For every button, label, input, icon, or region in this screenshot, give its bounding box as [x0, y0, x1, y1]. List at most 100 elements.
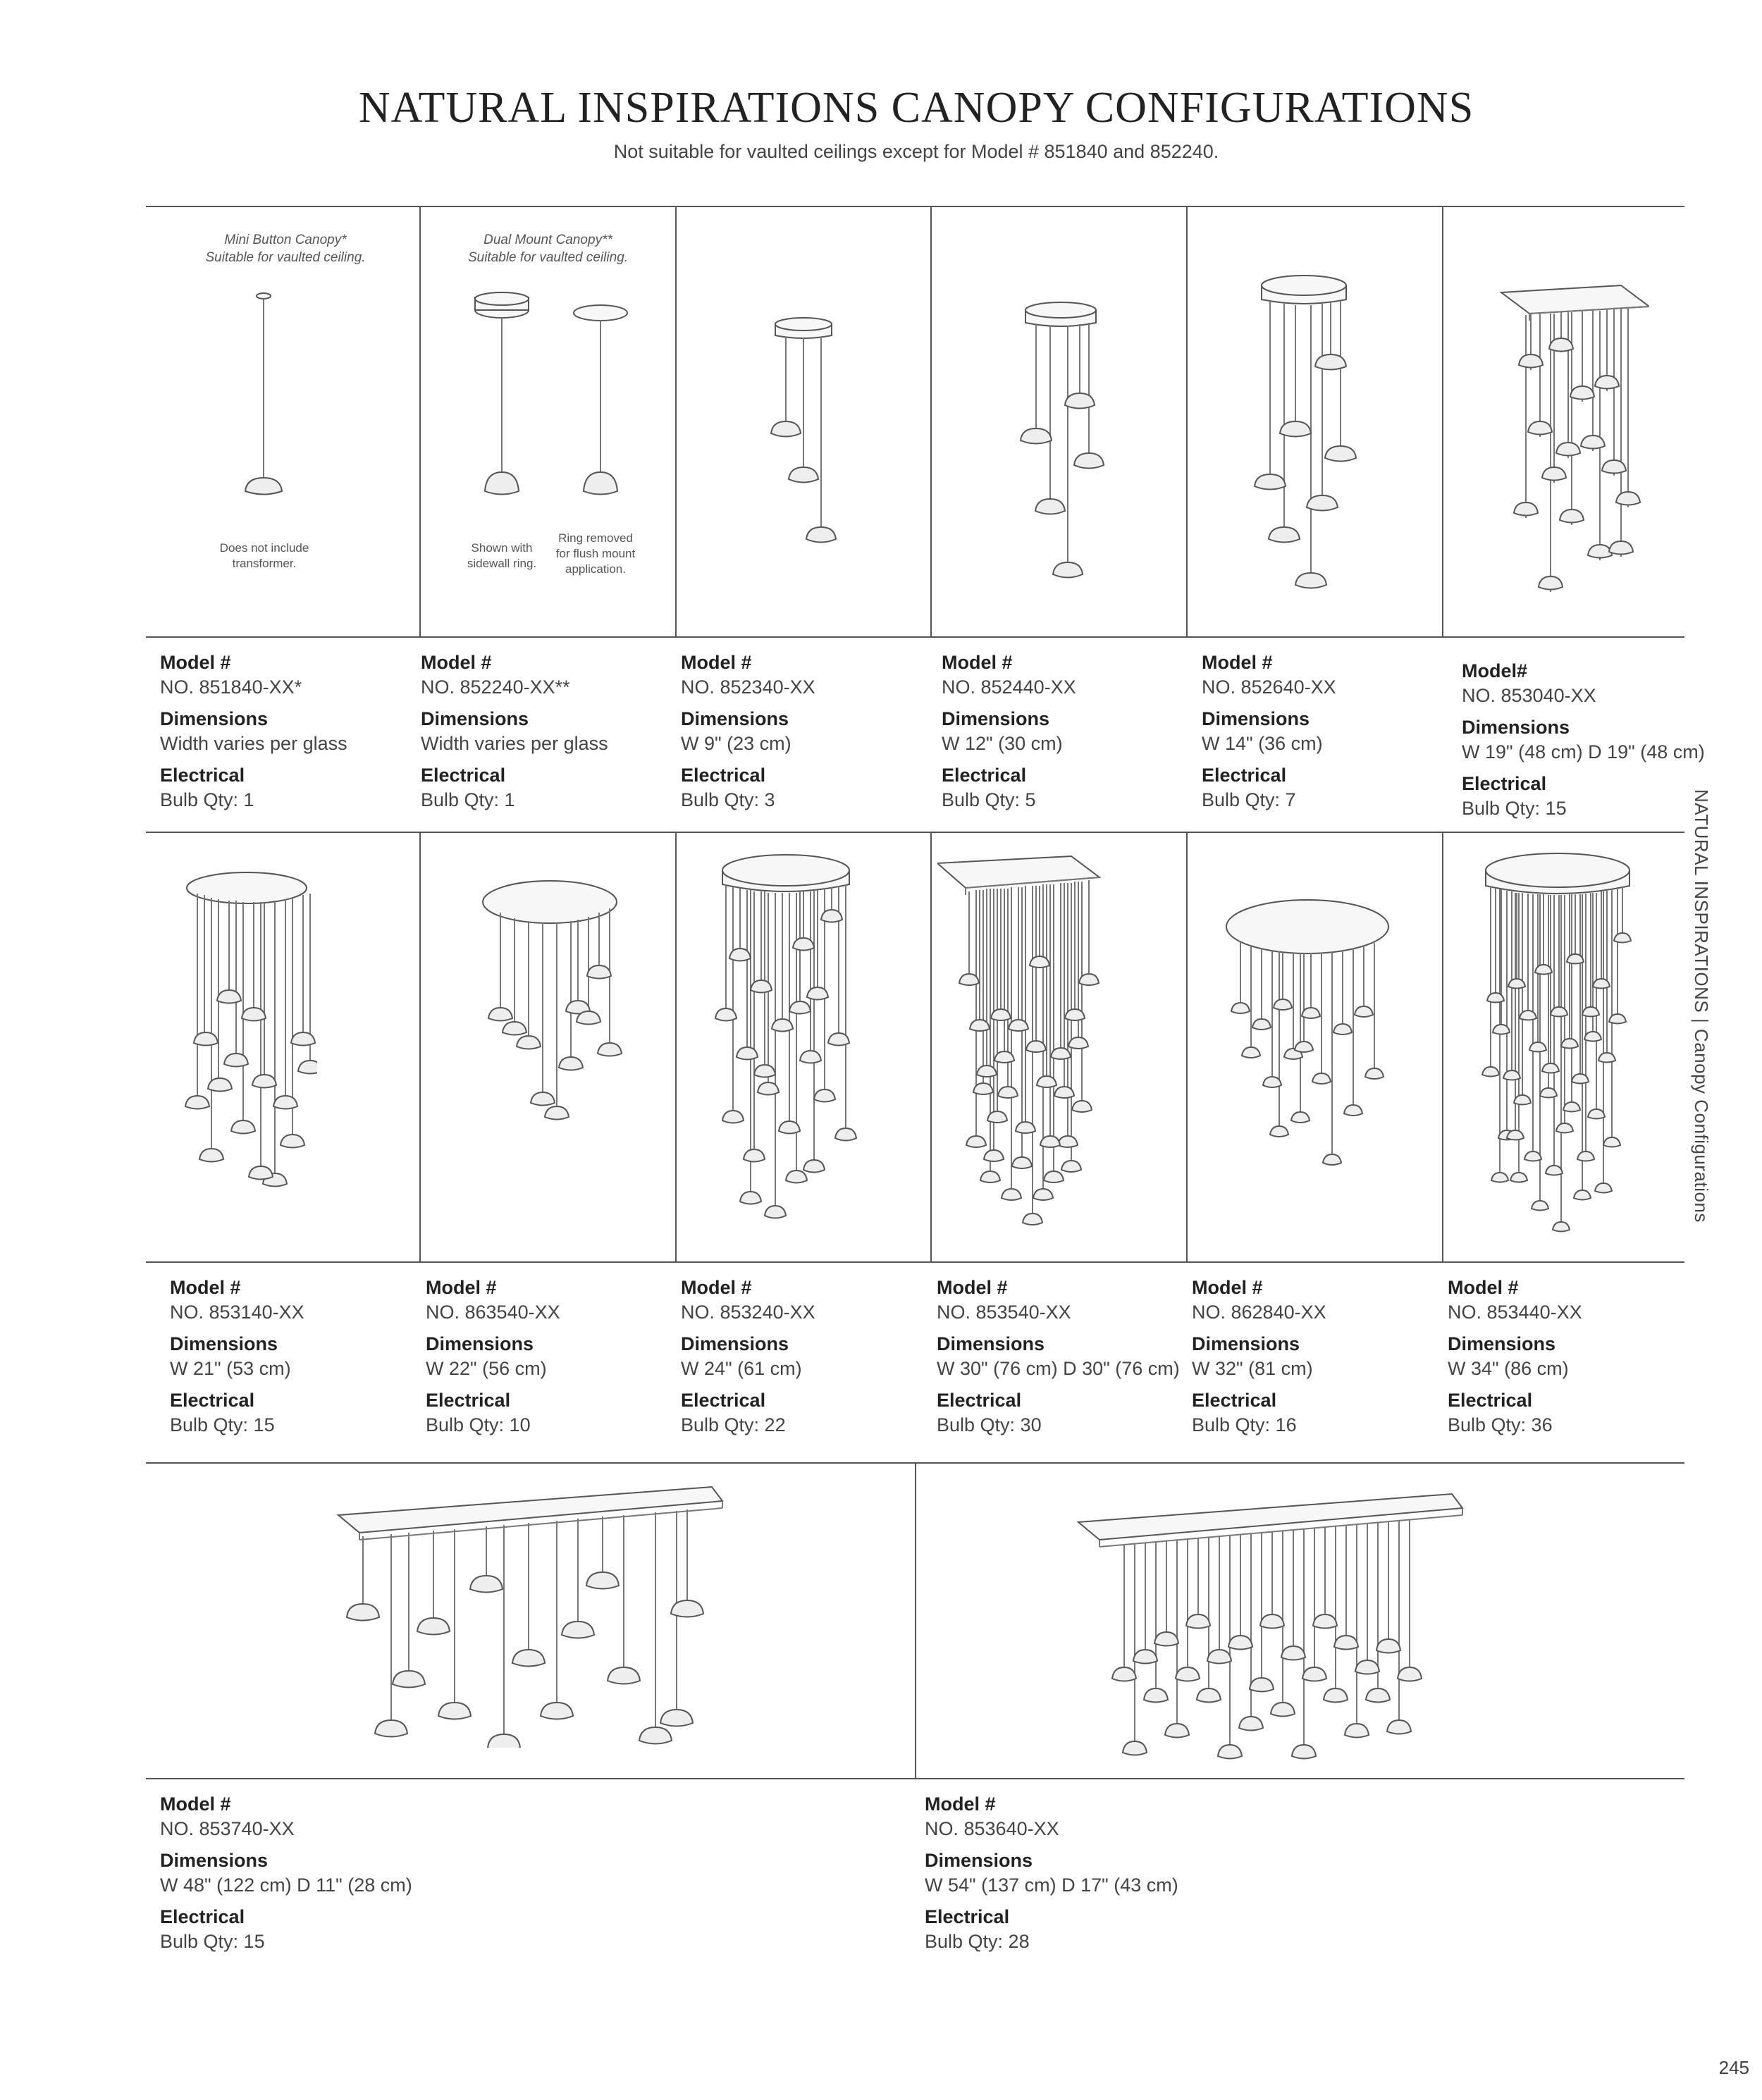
- electrical-label: Electrical: [426, 1390, 511, 1411]
- drawing-852240: [474, 292, 628, 495]
- electrical-value: Bulb Qty: 15: [1462, 798, 1567, 819]
- electrical-label: Electrical: [1448, 1390, 1533, 1411]
- dimensions-label: Dimensions: [681, 1333, 789, 1354]
- electrical-value: Bulb Qty: 16: [1192, 1414, 1297, 1435]
- divider: [146, 1778, 1684, 1779]
- divider: [1186, 206, 1188, 636]
- electrical-label: Electrical: [1192, 1390, 1277, 1411]
- drawing-853740: [336, 1486, 724, 1748]
- divider: [146, 1261, 1684, 1263]
- dimensions-label: Dimensions: [1192, 1333, 1300, 1354]
- mini-button-canopy-note: Mini Button Canopy*Suitable for vaulted …: [205, 233, 366, 265]
- model-label: Model #: [421, 652, 492, 673]
- dimensions-value: Width varies per glass: [421, 733, 608, 754]
- electrical-value: Bulb Qty: 15: [170, 1414, 275, 1435]
- electrical-label: Electrical: [1462, 773, 1547, 794]
- drawing-853140: [184, 872, 317, 1187]
- divider: [930, 206, 932, 636]
- electrical-value: Bulb Qty: 1: [421, 789, 515, 810]
- electrical-value: Bulb Qty: 22: [681, 1414, 786, 1435]
- divider: [419, 832, 421, 1261]
- electrical-value: Bulb Qty: 30: [937, 1414, 1042, 1435]
- divider: [675, 832, 677, 1261]
- dimensions-label: Dimensions: [160, 1850, 269, 1871]
- divider: [146, 832, 1684, 833]
- model-number: NO. 853640-XX: [925, 1818, 1059, 1839]
- dimensions-label: Dimensions: [942, 708, 1050, 729]
- dimensions-value: W 32" (81 cm): [1192, 1358, 1313, 1379]
- dimensions-value: W 12" (30 cm): [942, 733, 1063, 754]
- electrical-label: Electrical: [937, 1390, 1022, 1411]
- divider: [419, 206, 421, 636]
- drawing-853440: [1481, 853, 1632, 1233]
- model-label: Model #: [942, 652, 1013, 673]
- page-title: NATURAL INSPIRATIONS CANOPY CONFIGURATIO…: [358, 84, 1474, 132]
- drawing-853040: [1499, 284, 1649, 592]
- electrical-label: Electrical: [160, 765, 245, 786]
- model-label: Model#: [1462, 660, 1528, 681]
- dimensions-label: Dimensions: [937, 1333, 1045, 1354]
- drawing-852440: [1019, 302, 1105, 579]
- divider: [1186, 832, 1188, 1261]
- drawing-853640: [1076, 1493, 1464, 1760]
- divider: [1442, 206, 1443, 636]
- page-subtitle: Not suitable for vaulted ceilings except…: [613, 141, 1219, 162]
- drawing-863540: [482, 880, 623, 1120]
- dimensions-value: W 22" (56 cm): [426, 1358, 547, 1379]
- electrical-label: Electrical: [160, 1906, 245, 1927]
- model-number: NO. 853540-XX: [937, 1302, 1071, 1323]
- dimensions-value: W 48" (122 cm) D 11" (28 cm): [160, 1874, 412, 1896]
- dimensions-value: W 24" (61 cm): [681, 1358, 802, 1379]
- model-number: NO. 853140-XX: [170, 1302, 304, 1323]
- drawing-853540: [937, 855, 1102, 1225]
- dimensions-value: Width varies per glass: [160, 733, 347, 754]
- spec-card: Model # NO. 862840-XX Dimensions W 32" (81…: [1192, 1276, 1326, 1445]
- drawing-862840: [1226, 899, 1389, 1166]
- drawing-851840: [244, 292, 283, 495]
- dimensions-label: Dimensions: [681, 708, 789, 729]
- dimensions-label: Dimensions: [421, 708, 529, 729]
- model-number: NO. 853240-XX: [681, 1302, 815, 1323]
- spec-card: Model # NO. 853240-XX Dimensions W 24" (61…: [681, 1276, 815, 1445]
- dimensions-label: Dimensions: [426, 1333, 534, 1354]
- divider: [675, 206, 677, 636]
- dimensions-value: W 19" (48 cm) D 19" (48 cm): [1462, 741, 1705, 762]
- dimensions-label: Dimensions: [1202, 708, 1310, 729]
- electrical-label: Electrical: [1202, 765, 1287, 786]
- divider: [146, 206, 1684, 207]
- model-label: Model #: [681, 1277, 752, 1298]
- divider: [930, 832, 932, 1261]
- model-label: Model #: [426, 1277, 497, 1298]
- model-label: Model #: [160, 1793, 231, 1815]
- electrical-label: Electrical: [942, 765, 1027, 786]
- electrical-value: Bulb Qty: 36: [1448, 1414, 1553, 1435]
- model-number: NO. 853040-XX: [1462, 685, 1596, 706]
- model-number: NO. 862840-XX: [1192, 1302, 1326, 1323]
- electrical-value: Bulb Qty: 1: [160, 789, 254, 810]
- electrical-value: Bulb Qty: 28: [925, 1931, 1030, 1952]
- divider: [915, 1462, 916, 1778]
- model-number: NO. 851840-XX*: [160, 677, 302, 698]
- divider: [1442, 832, 1443, 1261]
- model-label: Model #: [925, 1793, 996, 1815]
- dimensions-value: W 34" (86 cm): [1448, 1358, 1569, 1379]
- model-label: Model #: [681, 652, 752, 673]
- model-label: Model #: [1192, 1277, 1263, 1298]
- drawing-852640: [1253, 275, 1357, 589]
- electrical-value: Bulb Qty: 5: [942, 789, 1036, 810]
- dimensions-value: W 9" (23 cm): [681, 733, 791, 754]
- dimensions-label: Dimensions: [170, 1333, 278, 1354]
- electrical-label: Electrical: [681, 1390, 766, 1411]
- page-number: 245: [1718, 2057, 1749, 2078]
- electrical-value: Bulb Qty: 15: [160, 1931, 265, 1952]
- dimensions-label: Dimensions: [1448, 1333, 1556, 1354]
